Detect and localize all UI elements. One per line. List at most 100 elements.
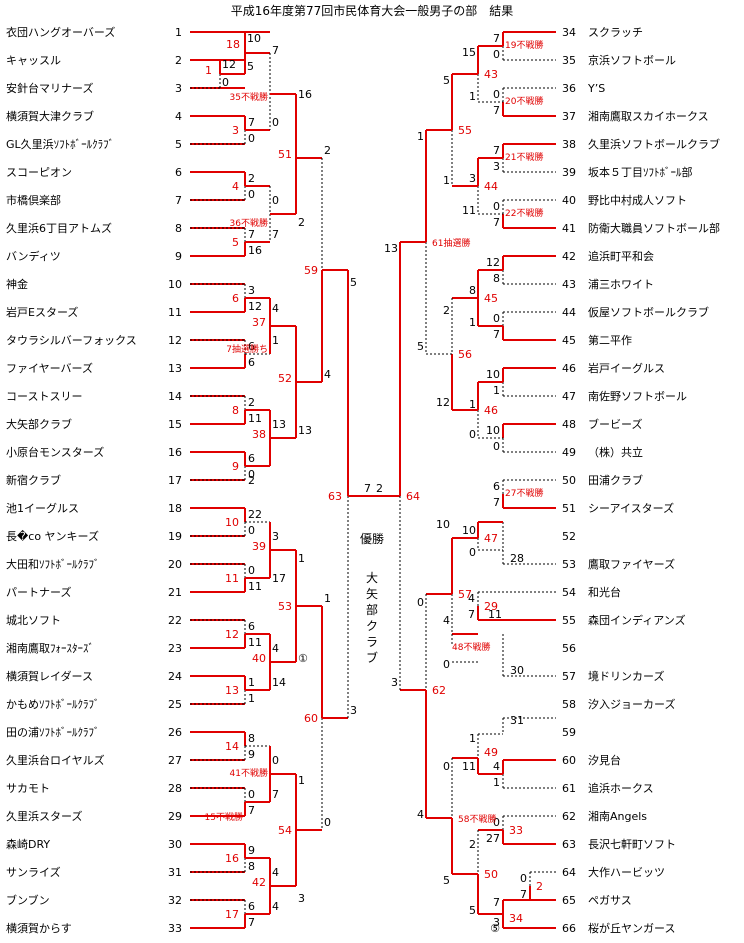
left-team-number: 7	[175, 194, 182, 207]
left-team-name: 横須賀大津クラブ	[6, 109, 94, 123]
score: 6	[248, 900, 255, 913]
left-team-number: 29	[168, 810, 182, 823]
left-team-name: 新宿クラブ	[6, 473, 61, 487]
score: 13	[384, 242, 398, 255]
right-team-number: 43	[562, 278, 576, 291]
right-team-name: Y’S	[587, 82, 605, 95]
score: 0	[222, 76, 229, 89]
score: 0	[417, 596, 424, 609]
match-number: 12	[225, 628, 239, 641]
right-team-number: 64	[562, 866, 576, 879]
left-team-number: 27	[168, 754, 182, 767]
score: 4	[272, 900, 279, 913]
note: 20不戦勝	[505, 95, 543, 107]
champion-team: 大矢部クラブ	[366, 571, 378, 665]
left-team-name: ブンブン	[6, 893, 50, 907]
left-team-name: 長�co ヤンキーズ	[6, 529, 99, 543]
circled-label: ⑤	[490, 922, 500, 935]
right-team-number: 42	[562, 250, 576, 263]
left-team-number: 16	[168, 446, 182, 459]
score: 1	[443, 174, 450, 187]
match-number: 2	[536, 880, 543, 893]
score: 5	[443, 74, 450, 87]
match-number: 57	[458, 588, 472, 601]
left-team-name: 神金	[6, 277, 28, 291]
note: 58不戦勝	[458, 813, 496, 825]
match-number: 46	[484, 404, 498, 417]
score: 6	[248, 356, 255, 369]
right-team-number: 62	[562, 810, 576, 823]
score: 27	[486, 832, 500, 845]
match-number: 63	[328, 490, 342, 503]
match-number: 42	[252, 876, 266, 889]
match-number: 3	[232, 124, 239, 137]
score: 0	[272, 754, 279, 767]
left-team-number: 19	[168, 530, 182, 543]
score: 7	[468, 608, 475, 621]
left-team-number: 22	[168, 614, 182, 627]
score: 2	[469, 838, 476, 851]
right-team-number: 66	[562, 922, 576, 935]
score: 3	[248, 284, 255, 297]
right-team-name: 鷹取ファイヤーズ	[588, 557, 675, 571]
right-team-number: 34	[562, 26, 576, 39]
left-team-name: サンライズ	[6, 865, 61, 879]
score: 3	[493, 916, 500, 929]
right-team-name: 坂本５丁目ｿﾌﾄﾎﾞｰﾙ部	[588, 165, 693, 179]
score: 6	[493, 480, 500, 493]
match-number: 37	[252, 316, 266, 329]
score: 8	[248, 860, 255, 873]
right-team-number: 40	[562, 194, 576, 207]
left-team-number: 15	[168, 418, 182, 431]
score: 28	[510, 552, 524, 565]
match-number: 51	[278, 148, 292, 161]
left-team-number: 11	[168, 306, 182, 319]
score: 11	[248, 412, 262, 425]
score: 1	[248, 676, 255, 689]
right-team-name: 桜が丘ヤンガース	[588, 921, 675, 935]
score: 7	[493, 144, 500, 157]
right-team-number: 52	[562, 530, 576, 543]
left-team-number: 21	[168, 586, 182, 599]
left-team-number: 14	[168, 390, 182, 403]
score: 7	[493, 104, 500, 117]
score: 4	[324, 368, 331, 381]
left-team-number: 17	[168, 474, 182, 487]
right-team-name: 京浜ソフトボール	[588, 53, 676, 67]
match-number: 40	[252, 652, 266, 665]
match-number: 29	[484, 600, 498, 613]
score: 7	[248, 804, 255, 817]
match-number: 56	[458, 348, 472, 361]
score: 5	[443, 874, 450, 887]
score: 13	[298, 424, 312, 437]
match-number: 55	[458, 124, 472, 137]
score: 8	[493, 272, 500, 285]
right-team-number: 48	[562, 418, 576, 431]
left-team-name: 城北ソフト	[6, 614, 61, 627]
match-number: 38	[252, 428, 266, 441]
score: 7	[520, 888, 527, 901]
score: 4	[272, 302, 279, 315]
score: 2	[443, 304, 450, 317]
left-team-name: キャッスル	[6, 54, 61, 67]
score: 17	[272, 572, 286, 585]
right-team-number: 39	[562, 166, 576, 179]
match-number: 8	[232, 404, 239, 417]
right-team-name: 仮屋ソフトボールクラブ	[588, 305, 709, 319]
match-number: 11	[225, 572, 239, 585]
left-team-name: 大矢部クラブ	[6, 417, 72, 431]
left-team-number: 4	[175, 110, 182, 123]
right-team-number: 54	[562, 586, 576, 599]
left-team-name: 大田和ｿﾌﾄﾎﾞｰﾙｸﾗﾌﾞ	[6, 557, 100, 571]
bracket-lines	[190, 31, 556, 929]
match-number: 47	[484, 532, 498, 545]
note: 27不戦勝	[505, 487, 543, 499]
score: 12	[222, 58, 236, 71]
score: 5	[469, 904, 476, 917]
champion-label: 優勝	[360, 531, 384, 546]
right-team-number: 46	[562, 362, 576, 375]
score: 1	[298, 774, 305, 787]
left-team-number: 30	[168, 838, 182, 851]
